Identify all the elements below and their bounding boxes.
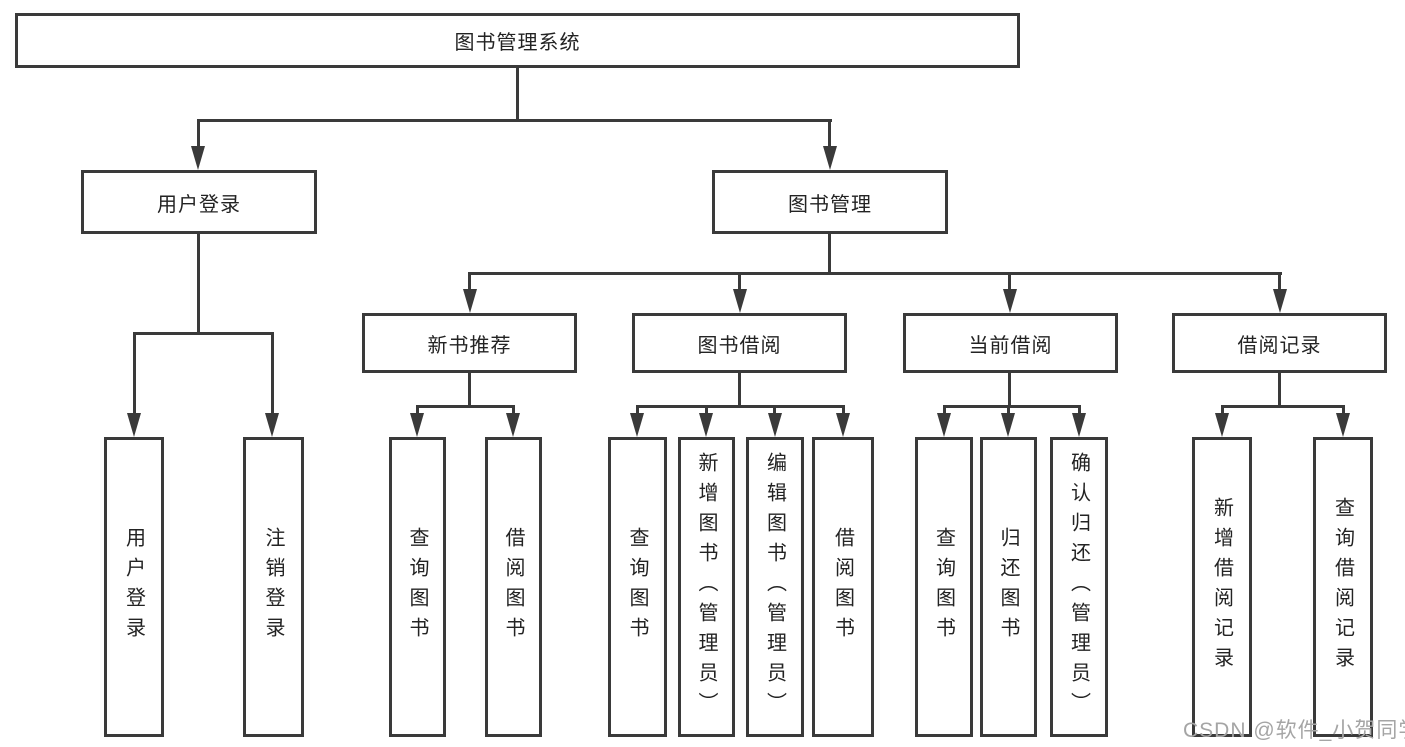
edge-line: [197, 234, 200, 335]
leaf-confirm-return-admin: 确认归还（管理员）: [1050, 437, 1108, 737]
leaf-borrow-books: 借阅图书: [812, 437, 874, 737]
edge-line: [516, 68, 519, 122]
node-label: 借阅图书: [502, 527, 524, 647]
edge-line: [271, 332, 274, 415]
edge-line: [738, 272, 741, 292]
node-label: 确认归还（管理员）: [1067, 452, 1090, 722]
arrowhead-down-icon: [1001, 413, 1015, 437]
node-borrowing-records: 借阅记录: [1172, 313, 1387, 373]
edge-line: [1221, 405, 1224, 417]
leaf-query-books-current: 查询图书: [915, 437, 973, 737]
node-label: 新书推荐: [427, 334, 512, 357]
arrowhead-down-icon: [1336, 413, 1350, 437]
edge-line: [416, 405, 515, 408]
node-label: 用户登录: [122, 527, 145, 647]
node-label: 查询图书: [626, 527, 648, 647]
node-book-management: 图书管理: [712, 170, 948, 234]
leaf-query-books-borrowing: 查询图书: [608, 437, 667, 737]
arrowhead-down-icon: [1215, 413, 1229, 437]
arrowhead-down-icon: [410, 413, 424, 437]
edge-line: [1342, 405, 1345, 417]
edge-line: [636, 405, 639, 417]
leaf-logout: 注销登录: [243, 437, 304, 737]
csdn-watermark: CSDN @软件_小贺同学: [1183, 719, 1405, 742]
edge-line: [943, 405, 1081, 408]
node-label: 用户登录: [157, 193, 241, 216]
node-book-borrowing: 图书借阅: [632, 313, 847, 373]
node-label: 新增图书（管理员）: [695, 452, 717, 722]
arrowhead-down-icon: [1273, 289, 1287, 313]
edge-line: [197, 119, 832, 122]
edge-line: [512, 405, 515, 417]
edge-line: [416, 405, 419, 417]
node-root-book-management-system: 图书管理系统: [15, 13, 1020, 68]
edge-line: [842, 405, 845, 417]
leaf-query-borrow-record: 查询借阅记录: [1313, 437, 1373, 737]
edge-line: [828, 234, 831, 275]
edge-line: [1278, 373, 1281, 408]
edge-line: [636, 405, 845, 408]
edge-line: [773, 405, 776, 417]
arrowhead-down-icon: [836, 413, 850, 437]
leaf-add-borrow-record: 新增借阅记录: [1192, 437, 1252, 737]
arrowhead-down-icon: [191, 146, 205, 170]
edge-line: [133, 332, 274, 335]
node-label: 查询图书: [406, 527, 428, 647]
node-user-login: 用户登录: [81, 170, 317, 234]
node-label: 归还图书: [997, 527, 1019, 647]
arrowhead-down-icon: [733, 289, 747, 313]
leaf-return-books: 归还图书: [980, 437, 1037, 737]
arrowhead-down-icon: [265, 413, 279, 437]
leaf-borrow-books-recommend: 借阅图书: [485, 437, 542, 737]
node-label: 图书管理系统: [454, 32, 581, 54]
edge-line: [1221, 405, 1345, 408]
arrowhead-down-icon: [768, 413, 782, 437]
arrowhead-down-icon: [506, 413, 520, 437]
edge-line: [1078, 405, 1081, 417]
node-label: 图书管理: [788, 193, 872, 216]
edge-line: [197, 119, 200, 149]
arrowhead-down-icon: [463, 289, 477, 313]
leaf-query-books-recommend: 查询图书: [389, 437, 446, 737]
node-label: 当前借阅: [968, 334, 1053, 357]
edge-line: [469, 272, 1282, 275]
node-label: 注销登录: [262, 527, 284, 647]
edge-line: [1008, 272, 1011, 292]
arrowhead-down-icon: [699, 413, 713, 437]
edge-line: [468, 272, 471, 292]
edge-line: [133, 332, 136, 415]
edge-line: [943, 405, 946, 417]
arrowhead-down-icon: [1072, 413, 1086, 437]
edge-line: [828, 119, 831, 149]
edge-line: [738, 373, 741, 408]
arrowhead-down-icon: [127, 413, 141, 437]
node-label: 借阅记录: [1237, 334, 1322, 357]
node-label: 查询图书: [932, 527, 955, 647]
node-label: 图书借阅: [697, 334, 782, 357]
edge-line: [1007, 405, 1010, 417]
node-label: 新增借阅记录: [1210, 497, 1233, 677]
arrowhead-down-icon: [1003, 289, 1017, 313]
node-current-borrowing: 当前借阅: [903, 313, 1118, 373]
edge-line: [1278, 272, 1281, 292]
arrowhead-down-icon: [630, 413, 644, 437]
leaf-user-login: 用户登录: [104, 437, 164, 737]
node-new-book-recommendation: 新书推荐: [362, 313, 577, 373]
arrowhead-down-icon: [823, 146, 837, 170]
leaf-add-books-admin: 新增图书（管理员）: [678, 437, 735, 737]
edge-line: [705, 405, 708, 417]
node-label: 编辑图书（管理员）: [763, 452, 786, 722]
edge-line: [468, 373, 471, 408]
arrowhead-down-icon: [937, 413, 951, 437]
leaf-edit-books-admin: 编辑图书（管理员）: [746, 437, 804, 737]
edge-line: [1008, 373, 1011, 408]
node-label: 借阅图书: [831, 527, 854, 647]
node-label: 查询借阅记录: [1331, 497, 1354, 677]
